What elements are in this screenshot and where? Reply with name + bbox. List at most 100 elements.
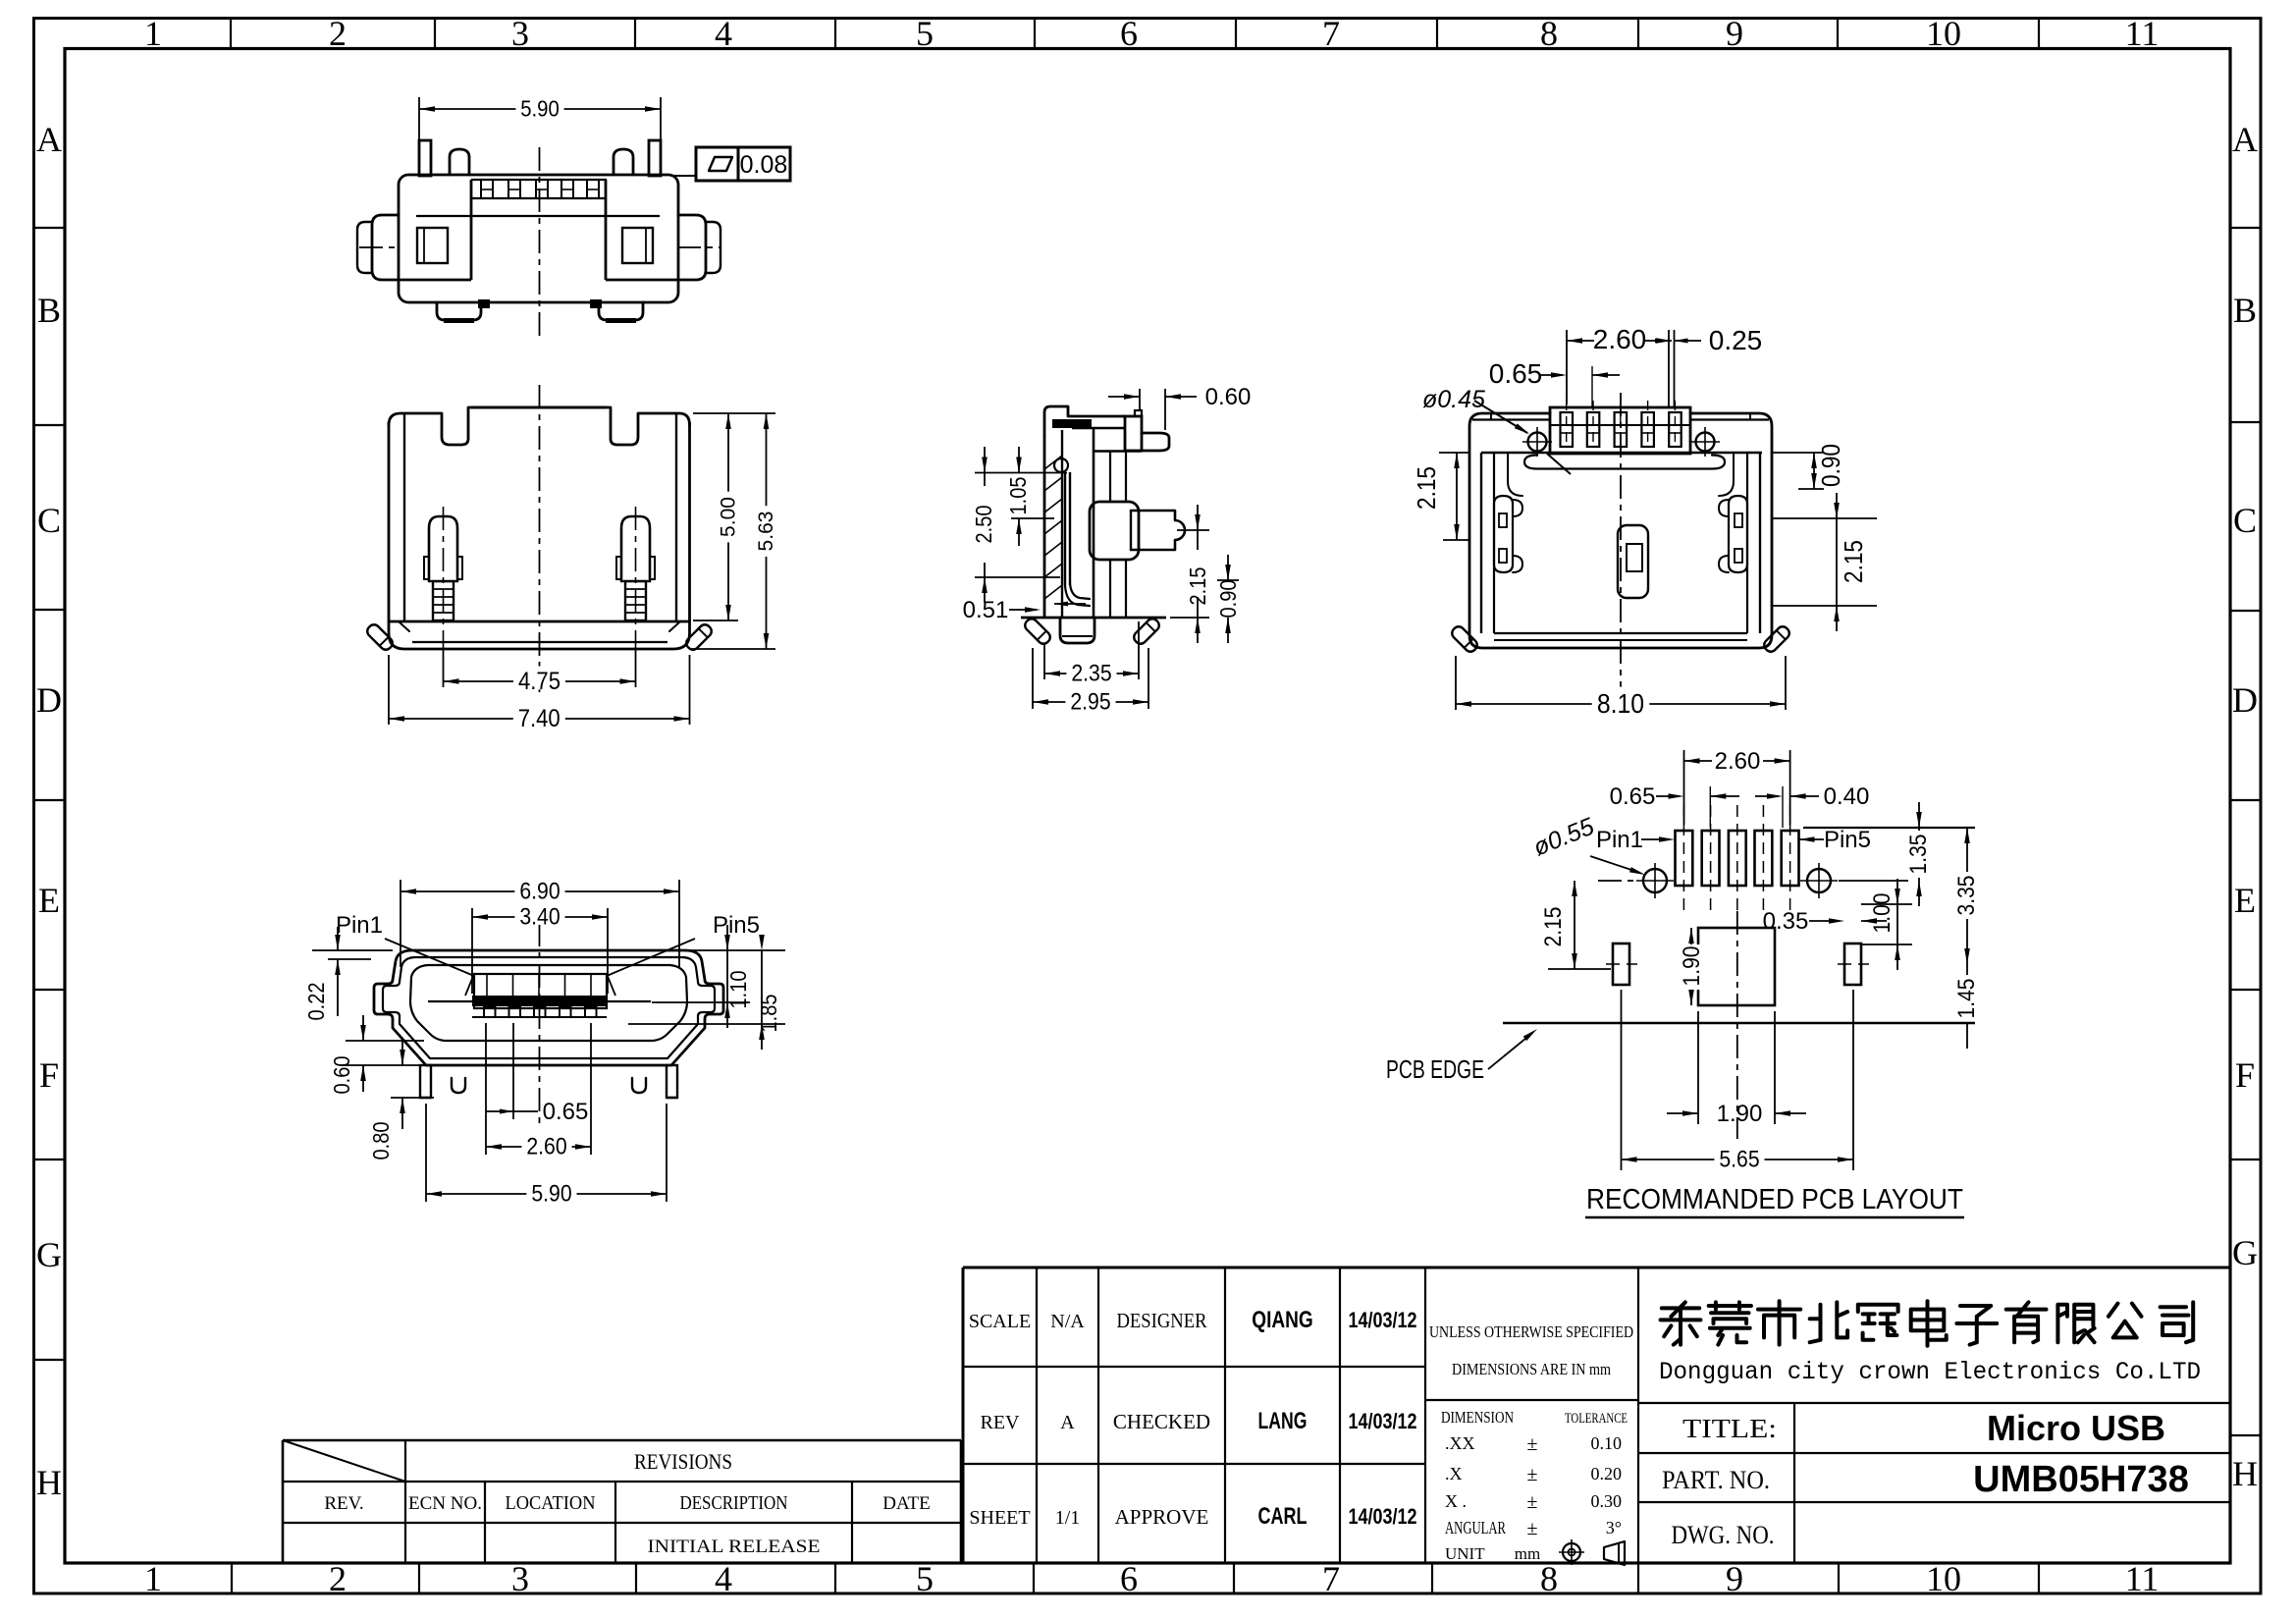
svg-text:2.15: 2.15 — [1412, 466, 1441, 510]
svg-text:UNIT: UNIT — [1445, 1544, 1485, 1563]
svg-text:14/03/12: 14/03/12 — [1349, 1409, 1417, 1433]
svg-text:2.50: 2.50 — [971, 506, 996, 544]
svg-text:SCALE: SCALE — [969, 1311, 1031, 1332]
svg-text:2.15: 2.15 — [1185, 567, 1210, 606]
svg-text:CARL: CARL — [1258, 1503, 1308, 1530]
svg-text:6: 6 — [1120, 1559, 1138, 1598]
svg-text:10: 10 — [1926, 1559, 1961, 1598]
svg-text:REV.: REV. — [324, 1493, 363, 1514]
svg-text:2.60: 2.60 — [526, 1134, 566, 1160]
svg-text:10: 10 — [1926, 14, 1961, 53]
svg-text:0.90: 0.90 — [1816, 444, 1845, 487]
svg-text:UMB05H738: UMB05H738 — [1973, 1459, 2189, 1500]
svg-text:N/A: N/A — [1050, 1311, 1085, 1332]
svg-text:H: H — [36, 1463, 62, 1502]
svg-text:0.40: 0.40 — [1824, 783, 1870, 810]
svg-text:5: 5 — [916, 14, 934, 53]
svg-text:X .: X . — [1445, 1491, 1467, 1511]
svg-text:ø0.45: ø0.45 — [1422, 386, 1485, 413]
svg-text:TOLERANCE: TOLERANCE — [1565, 1411, 1628, 1427]
svg-text:C: C — [37, 501, 61, 540]
svg-text:6: 6 — [1120, 14, 1138, 53]
svg-text:4: 4 — [715, 14, 732, 53]
svg-text:F: F — [2235, 1055, 2255, 1095]
svg-text:INITIAL RELEASE: INITIAL RELEASE — [648, 1537, 821, 1557]
svg-text:Pin5: Pin5 — [713, 912, 760, 939]
svg-text:Dongguan city crown Electronic: Dongguan city crown Electronics Co.LTD — [1659, 1358, 2201, 1386]
svg-text:1.90: 1.90 — [1717, 1101, 1763, 1127]
svg-text:RECOMMANDED PCB LAYOUT: RECOMMANDED PCB LAYOUT — [1586, 1184, 1963, 1215]
svg-text:1: 1 — [144, 1559, 162, 1598]
svg-text:1.05: 1.05 — [1005, 477, 1031, 515]
svg-text:DWG. NO.: DWG. NO. — [1672, 1521, 1775, 1549]
svg-text:2.60: 2.60 — [1593, 324, 1647, 354]
svg-text:2.60: 2.60 — [1715, 748, 1761, 775]
svg-text:Pin1: Pin1 — [1596, 827, 1643, 853]
svg-text:±: ± — [1527, 1433, 1538, 1455]
svg-text:DESCRIPTION: DESCRIPTION — [680, 1492, 788, 1514]
svg-text:0.90: 0.90 — [1215, 580, 1241, 619]
svg-text:LOCATION: LOCATION — [506, 1492, 596, 1514]
svg-text:4.75: 4.75 — [518, 668, 561, 695]
svg-text:1.85: 1.85 — [756, 995, 781, 1033]
svg-text:APPROVE: APPROVE — [1115, 1505, 1209, 1529]
svg-text:mm: mm — [1515, 1544, 1540, 1563]
svg-text:DESIGNER: DESIGNER — [1117, 1309, 1207, 1332]
svg-text:QIANG: QIANG — [1252, 1307, 1313, 1333]
svg-text:2: 2 — [329, 14, 347, 53]
svg-text:5: 5 — [916, 1559, 934, 1598]
svg-text:PART. NO.: PART. NO. — [1662, 1466, 1770, 1494]
svg-text:2.15: 2.15 — [1540, 907, 1567, 947]
svg-text:11: 11 — [2125, 1559, 2160, 1598]
svg-text:3: 3 — [511, 1559, 529, 1598]
svg-text:1: 1 — [144, 14, 162, 53]
svg-text:0.60: 0.60 — [1205, 384, 1252, 410]
svg-text:8: 8 — [1540, 1559, 1558, 1598]
svg-text:8.10: 8.10 — [1597, 688, 1644, 719]
svg-text:0.25: 0.25 — [1709, 325, 1763, 355]
svg-text:Pin5: Pin5 — [1824, 827, 1871, 853]
svg-text:9: 9 — [1726, 14, 1743, 53]
svg-text:B: B — [2233, 291, 2257, 330]
svg-text:DATE: DATE — [882, 1493, 931, 1514]
svg-text:TITLE:: TITLE: — [1682, 1414, 1777, 1443]
svg-text:3.40: 3.40 — [519, 904, 560, 931]
svg-text:C: C — [2233, 501, 2257, 540]
svg-text:±: ± — [1527, 1518, 1538, 1539]
svg-text:0.08: 0.08 — [740, 151, 788, 179]
svg-text:2.35: 2.35 — [1071, 661, 1111, 687]
svg-text:6.90: 6.90 — [519, 879, 560, 905]
svg-text:A: A — [1060, 1412, 1075, 1433]
svg-text:2.15: 2.15 — [1839, 540, 1868, 583]
svg-text:±: ± — [1527, 1491, 1538, 1513]
svg-text:2: 2 — [329, 1559, 347, 1598]
svg-text:Pin1: Pin1 — [336, 912, 383, 939]
svg-text:E: E — [38, 881, 60, 920]
svg-text:1.10: 1.10 — [725, 971, 751, 1009]
svg-text:5.00: 5.00 — [718, 497, 740, 537]
svg-text:0.65: 0.65 — [1489, 358, 1543, 389]
svg-text:G: G — [36, 1235, 62, 1274]
svg-text:.X: .X — [1445, 1464, 1463, 1483]
svg-text:9: 9 — [1726, 1559, 1743, 1598]
svg-text:2.95: 2.95 — [1070, 689, 1110, 716]
svg-text:ANGULAR: ANGULAR — [1445, 1518, 1506, 1537]
svg-text:1/1: 1/1 — [1055, 1507, 1081, 1529]
svg-text:7.40: 7.40 — [518, 705, 561, 732]
svg-text:0.60: 0.60 — [329, 1056, 354, 1095]
svg-text:14/03/12: 14/03/12 — [1349, 1504, 1417, 1529]
svg-text:5.90: 5.90 — [531, 1181, 571, 1208]
svg-text:8: 8 — [1540, 14, 1558, 53]
svg-text:PCB EDGE: PCB EDGE — [1386, 1054, 1484, 1084]
svg-text:5.90: 5.90 — [520, 95, 560, 121]
svg-text:±: ± — [1527, 1464, 1538, 1485]
svg-text:G: G — [2232, 1233, 2258, 1272]
svg-text:REVISIONS: REVISIONS — [634, 1449, 732, 1474]
svg-text:0.51: 0.51 — [963, 597, 1009, 623]
svg-text:REV: REV — [981, 1412, 1021, 1433]
svg-text:LANG: LANG — [1258, 1408, 1308, 1434]
svg-text:.XX: .XX — [1445, 1433, 1475, 1453]
svg-text:1.45: 1.45 — [1953, 979, 1980, 1019]
svg-text:3°: 3° — [1606, 1518, 1622, 1537]
svg-text:1.00: 1.00 — [1869, 893, 1896, 934]
